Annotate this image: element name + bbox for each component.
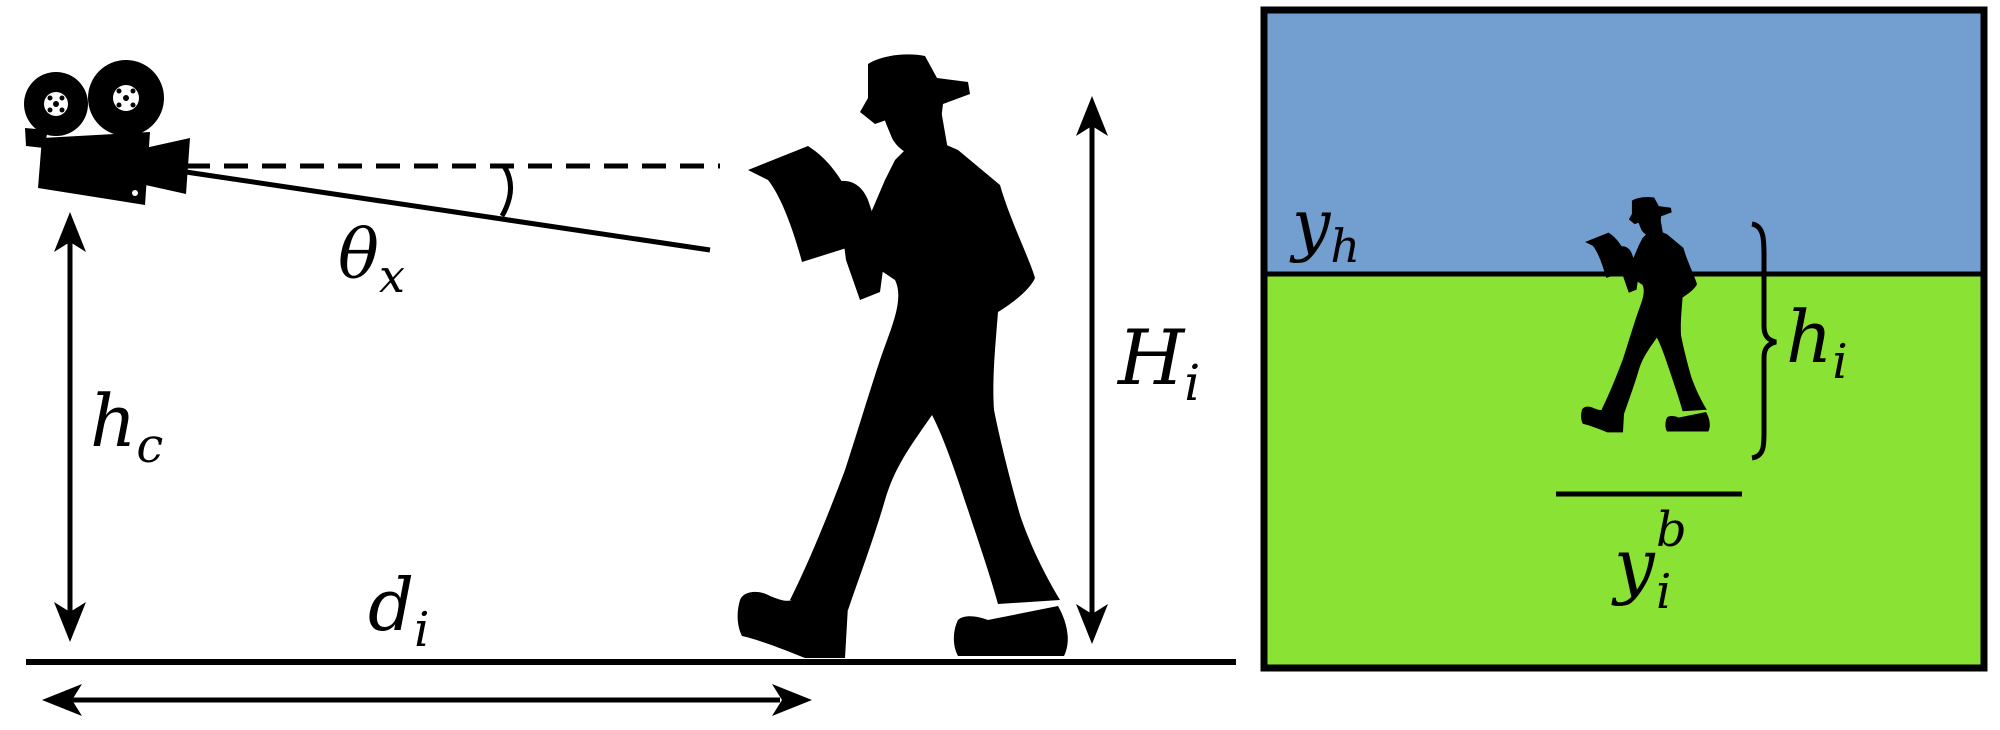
bottom-label: y: [1611, 523, 1656, 607]
ground-region: [1264, 274, 1984, 668]
camera-height-arrow: [54, 212, 86, 642]
person-height-label: Hi: [1116, 313, 1200, 412]
horizon-label: yh: [1289, 186, 1360, 273]
person-height-arrow: [1076, 96, 1108, 644]
walking-man-reading-icon: [737, 54, 1068, 658]
image-plane-panel: yh hi y b i: [1260, 6, 1988, 672]
bottom-label-sup: b: [1656, 502, 1687, 558]
image-height-label: hi: [1786, 295, 1848, 390]
bottom-label-sub: i: [1656, 564, 1671, 620]
image-frame: [1260, 6, 1988, 672]
sky-region: [1264, 10, 1984, 274]
theta-x-label: θx: [338, 216, 405, 303]
movie-camera-icon: [24, 60, 190, 205]
scene-panel: θx hc di: [24, 54, 1236, 716]
viewing-ray-line: [185, 169, 711, 253]
angle-arc: [499, 164, 513, 218]
camera-height-label: hc: [90, 379, 163, 474]
image-height-brace: [1751, 221, 1777, 461]
distance-arrow: [42, 684, 812, 716]
distance-label: di: [368, 563, 429, 658]
